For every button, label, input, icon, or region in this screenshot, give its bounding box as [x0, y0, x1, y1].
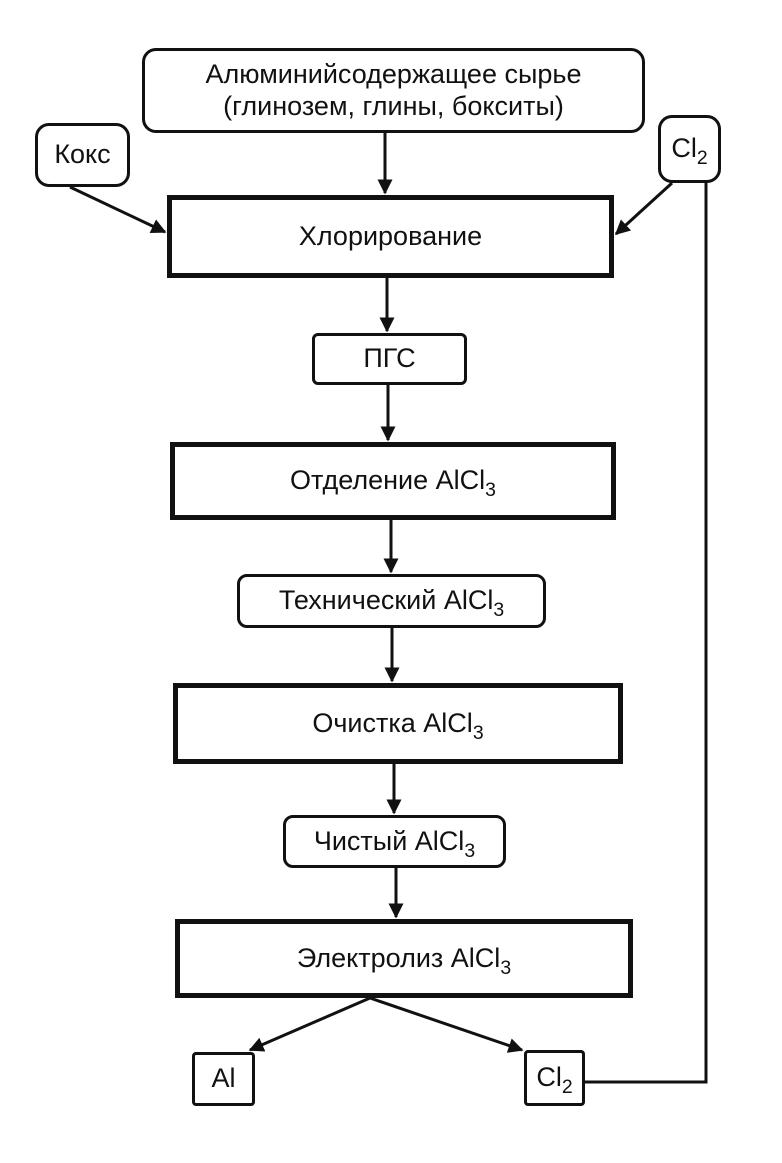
- node-pgs: ПГС: [312, 333, 467, 385]
- node-electrolysis: Электролиз AlCl3: [175, 919, 633, 998]
- node-pure-alcl3: Чистый AlCl3: [283, 815, 506, 868]
- chlorination-label: Хлорирование: [298, 220, 483, 251]
- raw-material-line1: Алюминийсодержащее сырье: [205, 59, 582, 90]
- node-cl2-output: Cl2: [524, 1050, 585, 1106]
- cl2-input-label: Cl2: [671, 133, 708, 170]
- cl2-output-label: Cl2: [536, 1062, 573, 1099]
- technical-alcl3-label: Технический AlCl3: [278, 585, 505, 622]
- arrow-cl2-to-chlorination: [614, 181, 674, 236]
- arrow-electrolysis-to-cl2: [369, 996, 524, 1053]
- node-technical-alcl3: Технический AlCl3: [237, 574, 546, 628]
- pure-alcl3-label: Чистый AlCl3: [313, 825, 476, 862]
- node-chlorination: Хлорирование: [167, 195, 614, 278]
- al-output-label: Al: [211, 1063, 236, 1094]
- electrolysis-label: Электролиз AlCl3: [296, 942, 512, 979]
- node-cl2-input: Cl2: [658, 115, 721, 183]
- coke-label: Кокс: [54, 139, 111, 170]
- cl2-recycle-loop: [585, 183, 708, 1084]
- arrow-electrolysis-to-al: [248, 996, 371, 1052]
- arrow-coke-to-chlorination: [69, 185, 167, 234]
- node-purification: Очистка AlCl3: [173, 683, 623, 764]
- pgs-label: ПГС: [363, 343, 416, 374]
- node-separation: Отделение AlCl3: [170, 442, 616, 520]
- node-al-output: Al: [192, 1052, 255, 1106]
- node-raw-material: Алюминийсодержащее сырье (глинозем, глин…: [142, 48, 645, 133]
- separation-label: Отделение AlCl3: [290, 465, 496, 502]
- purification-label: Очистка AlCl3: [312, 707, 484, 744]
- node-coke: Кокс: [35, 123, 130, 187]
- raw-material-line2: (глинозем, глины, бокситы): [223, 90, 564, 121]
